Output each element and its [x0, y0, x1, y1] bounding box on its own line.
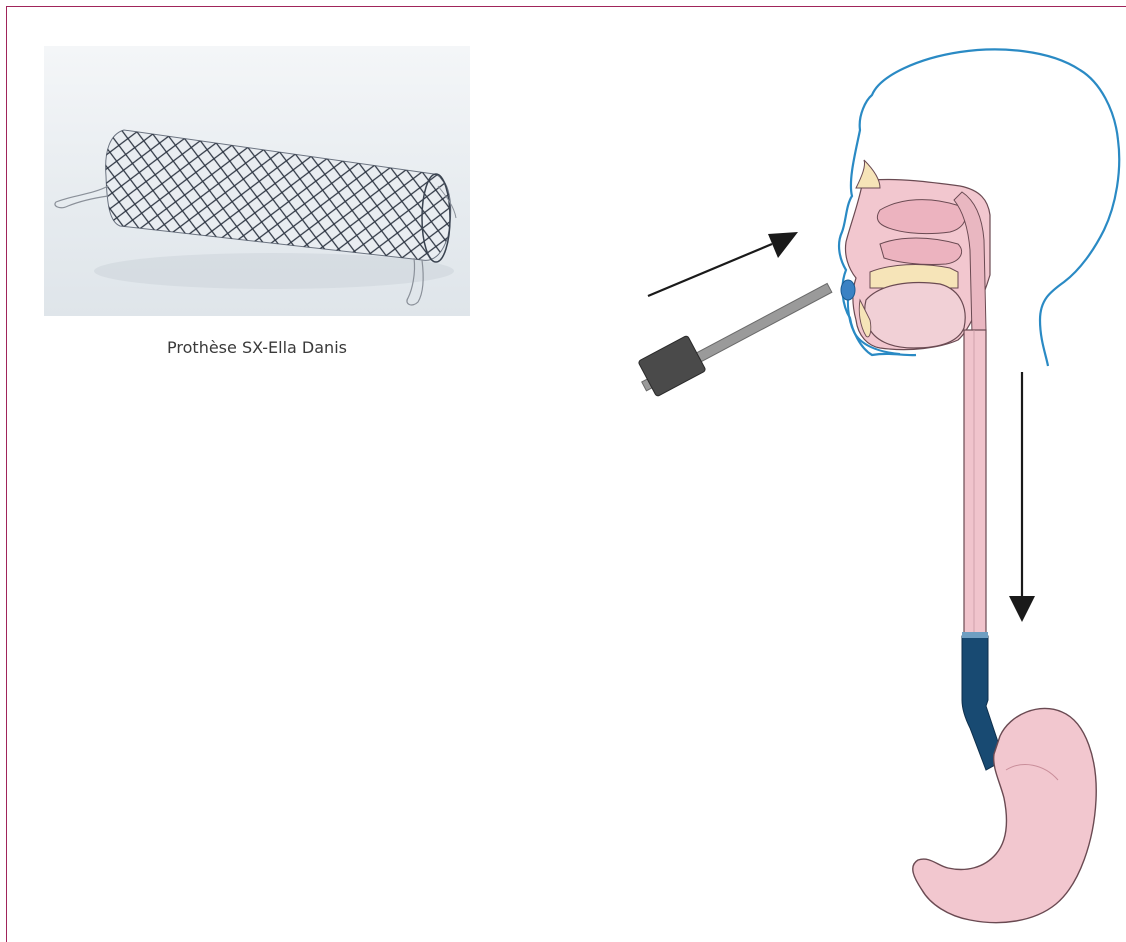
esophagus: [964, 330, 986, 636]
stomach: [913, 708, 1096, 922]
arrow-insert-head: [768, 232, 798, 258]
tongue: [865, 283, 965, 348]
device-tip: [841, 280, 855, 300]
arrow-down-head: [1009, 596, 1035, 622]
